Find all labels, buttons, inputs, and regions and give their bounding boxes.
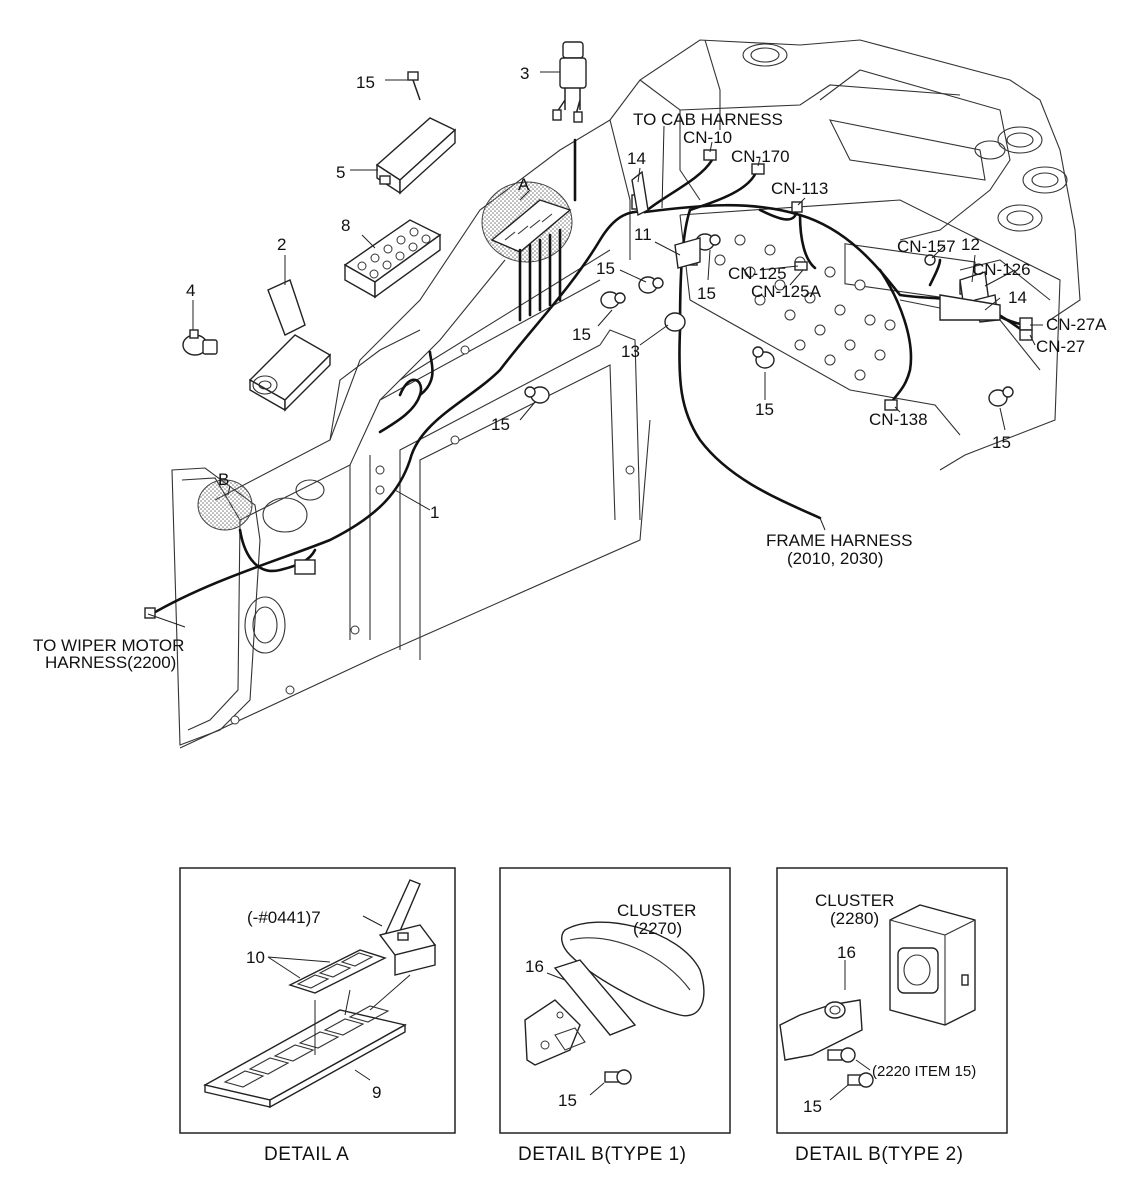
connector-cn-126: CN-126 bbox=[972, 260, 1031, 279]
connector-cn-125a: CN-125A bbox=[751, 282, 822, 301]
cab-structure bbox=[171, 39, 1081, 749]
callout-B: B bbox=[218, 470, 229, 489]
detail-b1-cluster-line1: CLUSTER bbox=[617, 901, 696, 920]
connector-cn-170: CN-170 bbox=[731, 147, 790, 166]
callout-14-left: 14 bbox=[627, 149, 646, 168]
callout-14-right: 14 bbox=[1008, 288, 1027, 307]
main-labels: 15 3 5 8 2 4 A B 1 14 11 15 15 15 15 13 … bbox=[33, 64, 1107, 672]
detail-a-panel: (-#0441)7 10 9 bbox=[179, 867, 456, 1134]
bolts bbox=[407, 71, 1014, 407]
detail-b2-caption: DETAIL B(TYPE 2) bbox=[795, 1144, 963, 1165]
callout-8: 8 bbox=[341, 216, 350, 235]
detail-b2-cluster-line2: (2280) bbox=[830, 909, 879, 928]
detail-a-caption: DETAIL A bbox=[264, 1144, 349, 1165]
bolt-a bbox=[600, 291, 626, 309]
callout-15-top: 15 bbox=[356, 73, 375, 92]
brackets bbox=[631, 170, 1001, 323]
detail-b1-callout-15: 15 bbox=[558, 1091, 577, 1110]
bolt-f bbox=[988, 386, 1014, 407]
callout-15-b: 15 bbox=[572, 325, 591, 344]
detail-b2-callout-16: 16 bbox=[837, 943, 856, 962]
detail-b2-callout-15: 15 bbox=[803, 1097, 822, 1116]
callout-A: A bbox=[518, 175, 530, 194]
part-2-switch-panel bbox=[248, 279, 332, 412]
connector-cn-157: CN-157 bbox=[897, 237, 956, 256]
callout-2: 2 bbox=[277, 235, 286, 254]
detail-b1-cluster-line2: (2270) bbox=[633, 919, 682, 938]
connector-cn-138: CN-138 bbox=[869, 410, 928, 429]
frame-harness-note-line2: (2010, 2030) bbox=[787, 549, 883, 568]
callout-15-f: 15 bbox=[992, 433, 1011, 452]
callout-15-c: 15 bbox=[491, 415, 510, 434]
bolt-e bbox=[752, 346, 775, 369]
detail-b-marker bbox=[197, 479, 253, 531]
part-3-ignition-switch bbox=[552, 41, 587, 123]
detail-b1-panel: CLUSTER (2270) 16 15 bbox=[499, 867, 731, 1134]
detail-a-label-7: (-#0441)7 bbox=[247, 908, 321, 927]
detail-b2-cluster-line1: CLUSTER bbox=[815, 891, 894, 910]
frame-harness-note-line1: FRAME HARNESS bbox=[766, 531, 912, 550]
part-5-relay-box bbox=[375, 117, 457, 195]
connector-cn-113: CN-113 bbox=[771, 179, 828, 198]
callout-4: 4 bbox=[186, 281, 195, 300]
detail-a-callout-10: 10 bbox=[246, 948, 265, 967]
part-8-fuse-box bbox=[343, 219, 442, 299]
detail-b2-ref: (2220 ITEM 15) bbox=[872, 1063, 976, 1080]
bolt-top bbox=[407, 71, 421, 101]
wiper-harness-note-line2: HARNESS(2200) bbox=[45, 653, 176, 672]
callout-11: 11 bbox=[634, 225, 652, 244]
connector-cn-27a: CN-27A bbox=[1046, 315, 1107, 334]
connector-cn-125: CN-125 bbox=[728, 264, 787, 283]
callout-1: 1 bbox=[430, 503, 439, 522]
callout-12: 12 bbox=[961, 235, 980, 254]
callout-15-d: 15 bbox=[697, 284, 716, 303]
callout-15-e: 15 bbox=[755, 400, 774, 419]
detail-b1-callout-16: 16 bbox=[525, 957, 544, 976]
callout-5: 5 bbox=[336, 163, 345, 182]
connector-cn-27: CN-27 bbox=[1036, 337, 1085, 356]
callout-13: 13 bbox=[621, 342, 640, 361]
part-4-plug bbox=[182, 329, 218, 356]
bolt-d bbox=[524, 386, 550, 404]
detail-a-callout-9: 9 bbox=[372, 1083, 381, 1102]
wiper-harness-note-line1: TO WIPER MOTOR bbox=[33, 636, 184, 655]
callout-15-a: 15 bbox=[596, 259, 615, 278]
callout-3: 3 bbox=[520, 64, 529, 83]
connector-cn-10: CN-10 bbox=[683, 128, 732, 147]
detail-b1-caption: DETAIL B(TYPE 1) bbox=[518, 1144, 686, 1165]
bolt-b bbox=[638, 276, 664, 294]
cab-harness-note: TO CAB HARNESS bbox=[633, 110, 783, 129]
leader-lines bbox=[147, 71, 1043, 628]
detail-b2-panel: CLUSTER (2280) 16 (2220 ITEM 15) 15 bbox=[776, 867, 1008, 1134]
detail-a-marker bbox=[481, 181, 573, 263]
